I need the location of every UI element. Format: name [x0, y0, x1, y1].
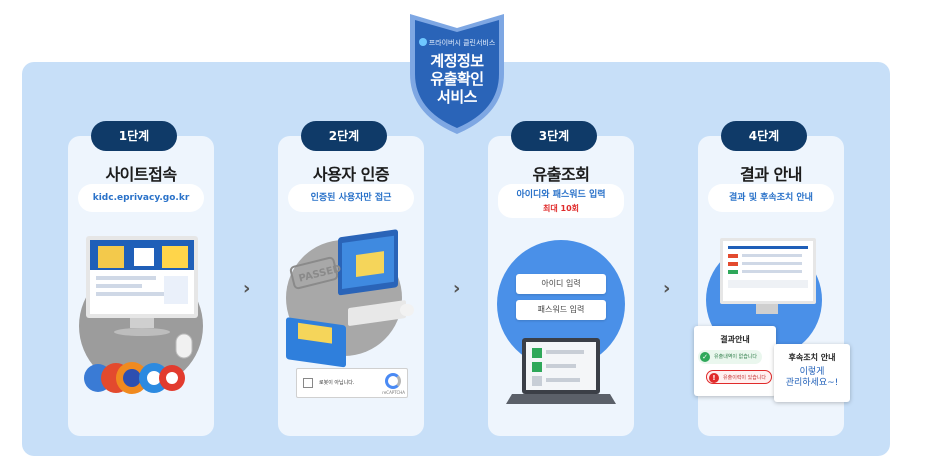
check-icon: ✓: [700, 352, 710, 362]
result-description: 결과 및 후속조치 안내: [708, 184, 834, 212]
step-title: 사용자 인증: [312, 165, 390, 184]
step-card-2: 사용자 인증 인증된 사용자만 접근 PASSED 로봇이 아닙니다. reCA…: [278, 136, 424, 436]
service-shield-badge: 프라이버시 클린서비스 계정정보 유출확인 서비스: [408, 12, 506, 136]
step-title: 결과 안내: [740, 165, 802, 184]
id-input-field[interactable]: 아이디 입력: [516, 274, 606, 294]
followup-popup: 후속조치 안내 이렇게 관리하세요~!: [774, 344, 850, 402]
captcha-widget[interactable]: 로봇이 아닙니다. reCAPTCHA: [296, 368, 408, 398]
step-card-3: 유출조회 아이디와 패스워드 입력 최대 10회 아이디 입력 패스워드 입력: [488, 136, 634, 436]
captcha-checkbox[interactable]: [303, 378, 313, 388]
step-title: 유출조회: [532, 165, 590, 184]
warning-icon: !: [709, 373, 719, 383]
followup-message: 이렇게 관리하세요~!: [785, 367, 839, 388]
site-url-label: kidc.eprivacy.go.kr: [78, 184, 204, 212]
max-attempts-note: 최대 10회: [543, 204, 579, 213]
step-card-4: 결과 안내 결과 및 후속조치 안내 결과안내 ✓유출내역이 없습니다 !유출이…: [694, 136, 850, 436]
next-step-arrow-icon: ›: [663, 278, 671, 299]
authentication-illustration: PASSED: [286, 229, 414, 368]
website-monitor-illustration: [79, 236, 203, 394]
next-step-arrow-icon: ›: [453, 278, 461, 299]
password-input-field[interactable]: 패스워드 입력: [516, 300, 606, 320]
next-step-arrow-icon: ›: [243, 278, 251, 299]
step-badge-4: 4단계: [721, 121, 807, 151]
result-popup-title: 결과안내: [720, 335, 750, 344]
result-popup: 결과안내 ✓유출내역이 없습니다 !유출이력이 있습니다: [694, 326, 776, 396]
recaptcha-logo-icon: [385, 373, 401, 389]
step-badge-3: 3단계: [511, 121, 597, 151]
input-description: 아이디와 패스워드 입력 최대 10회: [498, 184, 624, 218]
no-leak-result: ✓유출내역이 없습니다: [698, 350, 762, 364]
lookup-illustration: [497, 240, 625, 404]
shield-subtitle: 프라이버시 클린서비스: [408, 38, 506, 48]
leak-found-result: !유출이력이 있습니다: [706, 370, 772, 384]
captcha-brand: reCAPTCHA: [382, 390, 405, 395]
shield-title: 계정정보 유출확인 서비스: [430, 52, 484, 106]
captcha-label: 로봇이 아닙니다.: [319, 380, 355, 386]
followup-title: 후속조치 안내: [788, 353, 836, 362]
step-badge-2: 2단계: [301, 121, 387, 151]
step-card-1: 사이트접속 kidc.eprivacy.go.kr: [68, 136, 214, 436]
step-badge-1: 1단계: [91, 121, 177, 151]
step-title: 사이트접속: [105, 165, 177, 184]
auth-description: 인증된 사용자만 접근: [288, 184, 414, 212]
shield-icon: [410, 14, 504, 134]
privacy-logo-icon: [418, 38, 427, 46]
